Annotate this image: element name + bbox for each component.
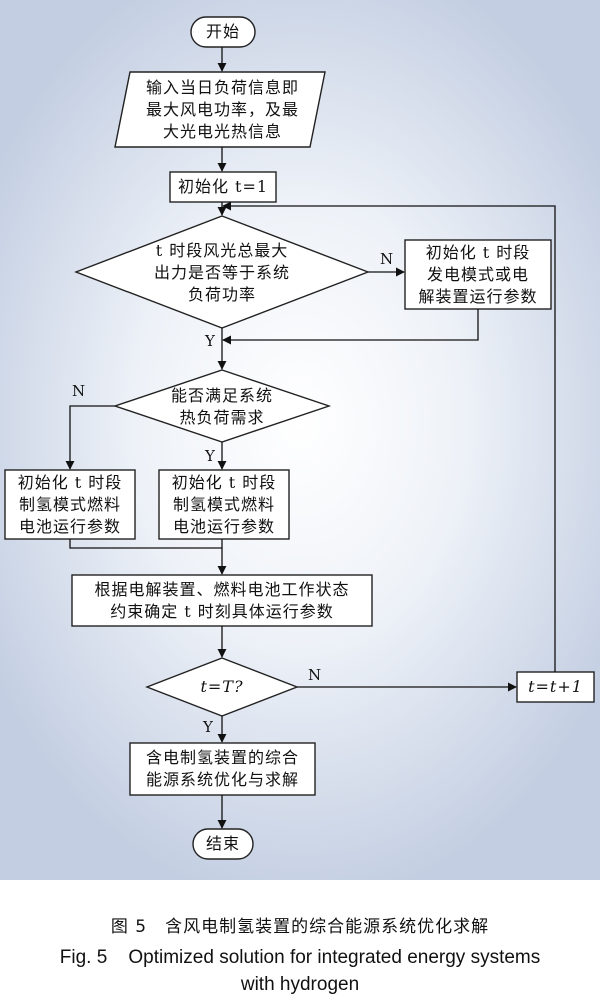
init-gen-box <box>404 239 552 310</box>
init-h2-right-box <box>158 469 290 540</box>
arrow-gen-merge <box>222 309 479 345</box>
label-N-power: N <box>380 250 394 268</box>
arrow-loop-back <box>222 201 556 672</box>
label-Y-power: Y <box>205 332 215 350</box>
label-Y-heat: Y <box>205 447 215 465</box>
optimize-box <box>129 742 316 796</box>
label-Y-T: Y <box>203 718 213 736</box>
decision-power-diamond <box>74 215 370 329</box>
arrow-heat-N <box>65 405 115 470</box>
flowchart-shapes <box>4 16 595 860</box>
label-N-T: N <box>308 666 322 684</box>
end-terminal <box>192 828 254 860</box>
init-h2-left-box <box>4 469 136 540</box>
caption-chinese: 图 5 含风电制氢装置的综合能源系统优化求解 <box>110 917 490 937</box>
determine-box <box>71 574 373 627</box>
start-terminal <box>190 16 256 48</box>
caption-english-line1: Fig. 5 Optimized solution for integrated… <box>59 947 541 968</box>
increment-box <box>516 671 595 703</box>
caption-english-line2: with hydrogen <box>240 974 360 995</box>
arrow-left-merge <box>69 539 227 575</box>
input-parallelogram <box>114 71 326 148</box>
decision-heat-diamond <box>112 369 332 443</box>
init-t-box <box>169 171 277 203</box>
caption-english: Fig. 5 Optimized solution for integrated… <box>0 944 600 998</box>
flowchart: 开始 输入当日负荷信息即 最大风电功率，及最 大光电光热信息 初始化 t=1 t… <box>0 0 600 880</box>
decision-T-diamond <box>145 657 299 717</box>
label-N-heat: N <box>72 382 86 400</box>
